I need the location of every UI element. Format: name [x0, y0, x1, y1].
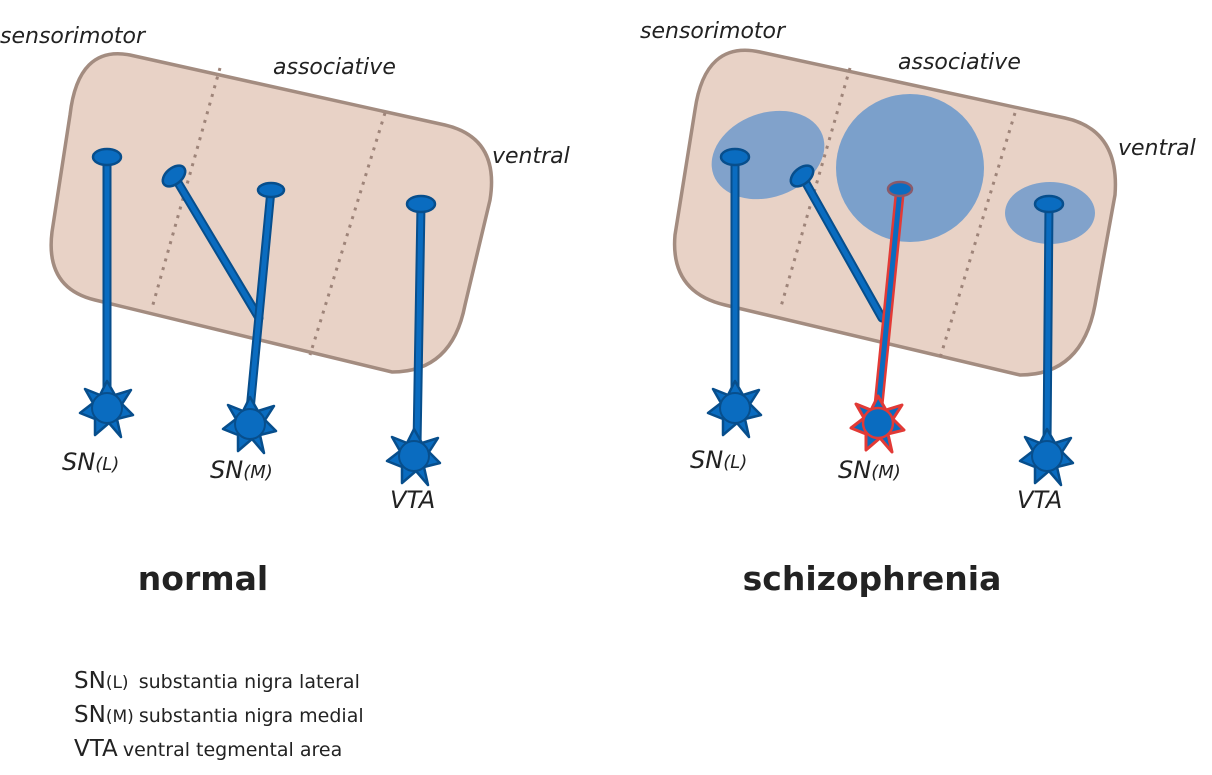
- label-sn-m: SN(M): [838, 456, 901, 484]
- divider-associative-ventral: [308, 112, 387, 356]
- label-sn-m: SN(M): [210, 456, 273, 484]
- label-ventral: ventral: [492, 144, 570, 169]
- label-sn-l: SN(L): [62, 448, 119, 476]
- panel-schizophrenia: sensorimotor associative ventral: [640, 19, 1196, 598]
- divider-sensorimotor-associative: [778, 67, 852, 311]
- divider-sensorimotor-associative: [150, 67, 222, 309]
- legend: SN(L) substantia nigra lateral SN(M) sub…: [74, 664, 364, 766]
- title-normal: normal: [138, 559, 268, 598]
- label-sensorimotor: sensorimotor: [0, 24, 147, 49]
- label-sensorimotor: sensorimotor: [640, 19, 787, 44]
- legend-row-vta: VTA ventral tegmental area: [74, 736, 343, 762]
- label-associative: associative: [898, 50, 1021, 75]
- neuron-sn-l: [706, 147, 763, 439]
- legend-row-sn-m: SN(M) substantia nigra medial: [74, 702, 364, 728]
- divider-associative-ventral: [938, 112, 1017, 359]
- activity-associative: [836, 94, 984, 242]
- label-sn-l: SN(L): [690, 446, 747, 474]
- panel-normal: sensorimotor associative ventral S: [0, 24, 570, 598]
- neuron-sn-m-branch: [789, 164, 887, 323]
- legend-row-sn-l: SN(L) substantia nigra lateral: [74, 668, 360, 694]
- neuron-vta: [1018, 194, 1075, 487]
- label-vta: VTA: [390, 486, 435, 514]
- neuron-sn-m: [161, 164, 286, 455]
- title-schizophrenia: schizophrenia: [743, 559, 1002, 598]
- label-vta: VTA: [1017, 486, 1062, 514]
- neuron-vta: [385, 194, 442, 487]
- neuron-sn-m-abnormal: [849, 180, 914, 454]
- label-associative: associative: [273, 55, 396, 80]
- neuron-sn-l: [78, 147, 135, 439]
- label-ventral: ventral: [1118, 136, 1196, 161]
